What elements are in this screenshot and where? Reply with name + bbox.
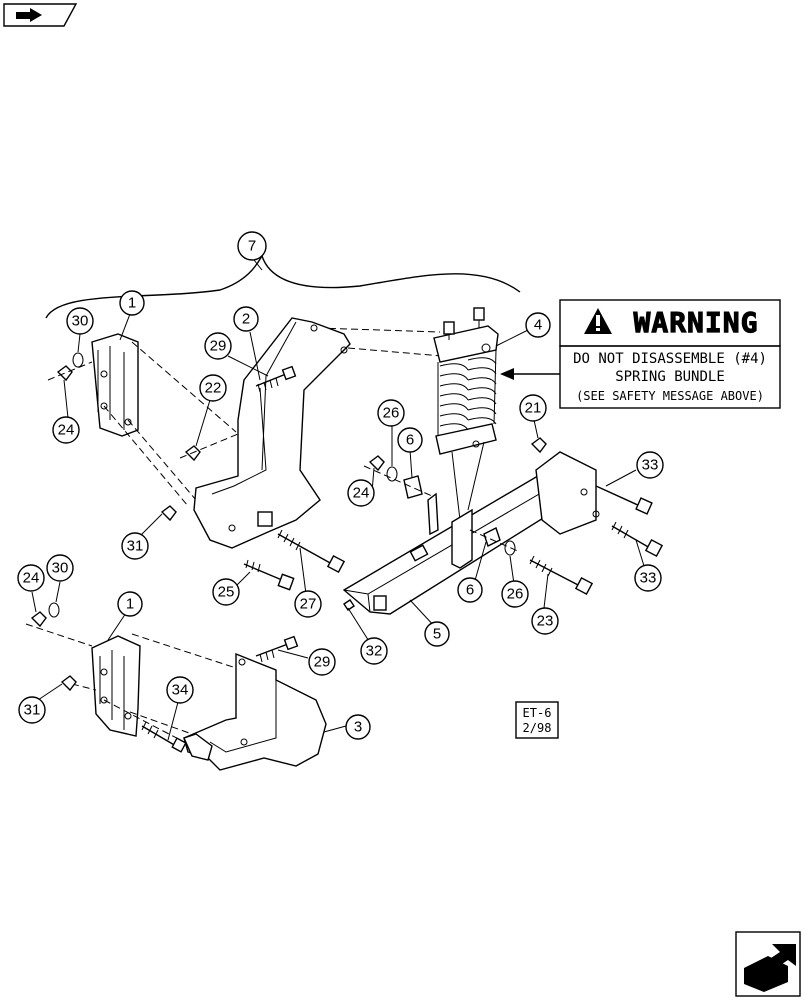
callout-32: 32	[360, 637, 388, 665]
callout-30-lower: 30	[46, 554, 74, 582]
warning-heading: WARNING	[633, 306, 758, 339]
callout-24-mid: 24	[347, 479, 375, 507]
svg-text:1: 1	[126, 596, 134, 613]
stamp-line-1: ET-6	[523, 706, 552, 720]
callout-26-lower: 26	[501, 580, 529, 608]
callout-31-upper: 31	[121, 532, 149, 560]
callout-23: 23	[531, 607, 559, 635]
warning-line-1: DO NOT DISASSEMBLE (#4)	[573, 351, 767, 367]
callout-2: 2	[233, 306, 259, 332]
next-page-arrow-icon[interactable]	[735, 931, 801, 997]
svg-text:30: 30	[52, 560, 69, 577]
svg-text:21: 21	[525, 400, 542, 417]
svg-text:5: 5	[433, 626, 441, 643]
callout-34: 34	[166, 676, 194, 704]
drawing-stamp: ET-6 2/98	[515, 701, 559, 739]
bracket-3	[183, 652, 327, 771]
svg-text:3: 3	[354, 719, 362, 736]
callout-4: 4	[525, 312, 551, 338]
bracket-1-lower	[91, 635, 141, 737]
svg-text:6: 6	[466, 582, 474, 599]
callout-6-upper: 6	[397, 427, 423, 453]
callout-33-upper: 33	[636, 451, 664, 479]
svg-text:23: 23	[537, 613, 554, 630]
leader-lines	[31, 259, 645, 741]
callout-22: 22	[199, 374, 227, 402]
callout-29-upper: 29	[204, 332, 232, 360]
svg-text:1: 1	[128, 295, 136, 312]
svg-text:25: 25	[218, 584, 235, 601]
callout-6-lower: 6	[457, 577, 483, 603]
svg-text:31: 31	[127, 538, 144, 555]
callout-24-upper: 24	[52, 416, 80, 444]
callout-27: 27	[294, 590, 322, 618]
callout-26-upper: 26	[377, 399, 405, 427]
callout-3: 3	[345, 714, 371, 740]
callout-7: 7	[237, 231, 267, 261]
warning-box: WARNING DO NOT DISASSEMBLE (#4) SPRING B…	[559, 299, 781, 409]
callout-25: 25	[212, 578, 240, 606]
svg-text:27: 27	[300, 596, 317, 613]
callout-1-upper: 1	[119, 290, 145, 316]
svg-text:24: 24	[58, 422, 75, 439]
svg-text:2: 2	[242, 311, 250, 328]
spring-bundle-4	[433, 307, 499, 455]
svg-text:4: 4	[534, 317, 542, 334]
callout-33-lower: 33	[634, 564, 662, 592]
svg-text:33: 33	[642, 457, 659, 474]
svg-text:30: 30	[72, 313, 89, 330]
callout-1-lower: 1	[117, 591, 143, 617]
svg-text:22: 22	[205, 380, 222, 397]
svg-text:24: 24	[353, 485, 370, 502]
arm-2	[193, 317, 351, 549]
bracket-1-upper	[91, 333, 139, 437]
callout-5: 5	[424, 621, 450, 647]
warning-line-2: SPRING BUNDLE	[615, 369, 725, 385]
svg-text:31: 31	[24, 702, 41, 719]
svg-text:26: 26	[383, 405, 400, 422]
callout-29-lower: 29	[308, 648, 336, 676]
svg-text:29: 29	[210, 338, 227, 355]
callout-31-lower: 31	[18, 696, 46, 724]
svg-text:24: 24	[23, 570, 40, 587]
bar-5	[342, 451, 600, 615]
callout-30-upper: 30	[66, 307, 94, 335]
warning-line-3: (SEE SAFETY MESSAGE ABOVE)	[576, 389, 764, 403]
svg-text:29: 29	[314, 654, 331, 671]
svg-text:26: 26	[507, 586, 524, 603]
callout-21: 21	[519, 394, 547, 422]
svg-text:34: 34	[172, 682, 189, 699]
svg-text:7: 7	[248, 238, 256, 255]
svg-text:6: 6	[406, 432, 414, 449]
callout-24-lower: 24	[17, 564, 45, 592]
book-arrow-icon[interactable]	[3, 3, 78, 27]
stamp-line-2: 2/98	[523, 721, 552, 735]
svg-text:33: 33	[640, 570, 657, 587]
frame-outline	[45, 254, 521, 319]
svg-text:32: 32	[366, 643, 383, 660]
